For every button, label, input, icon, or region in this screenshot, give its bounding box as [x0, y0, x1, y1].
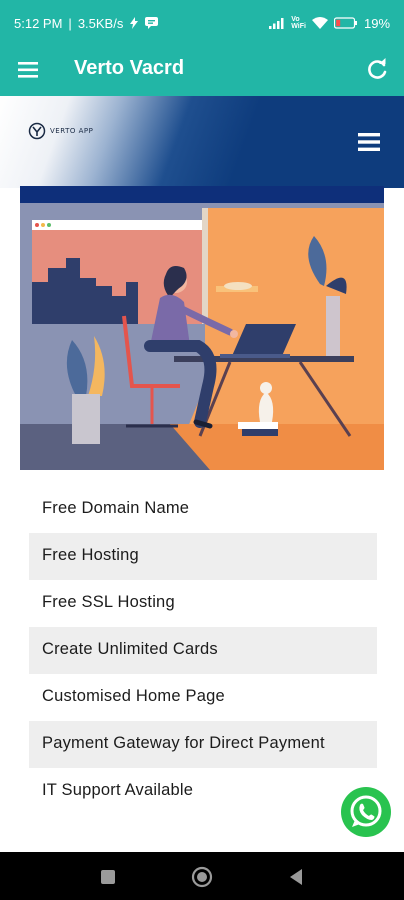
feature-item: Free Hosting [29, 533, 377, 580]
feature-item: Free SSL Hosting [42, 593, 175, 611]
system-nav-bar [0, 852, 404, 900]
status-time: 5:12 PM [14, 15, 63, 31]
battery-icon [333, 17, 357, 29]
app-bar: Verto Vacrd [0, 46, 404, 96]
whatsapp-button[interactable] [341, 787, 391, 837]
battery-percent: 19% [363, 15, 390, 31]
status-right: Vo WiFi 19% [269, 16, 390, 31]
feature-item: Create Unlimited Cards [29, 627, 377, 674]
feature-item: IT Support Available [42, 781, 194, 799]
wifi-icon [311, 17, 328, 29]
verto-logo-icon [28, 122, 46, 140]
brand-text: VERTO APP [50, 127, 94, 135]
feature-item: Customised Home Page [42, 687, 225, 705]
brand-logo[interactable]: VERTO APP [28, 122, 93, 140]
data-saver-icon [130, 17, 139, 29]
site-menu-icon[interactable] [358, 133, 380, 151]
whatsapp-icon [350, 795, 382, 827]
hero-illustration [20, 186, 384, 470]
message-icon [145, 17, 159, 29]
feature-item: Payment Gateway for Direct Payment [29, 721, 377, 768]
refresh-icon[interactable] [364, 57, 390, 83]
recents-icon[interactable] [100, 869, 116, 885]
volte-icon: Vo WiFi [291, 16, 306, 30]
home-icon[interactable] [191, 866, 213, 888]
feature-item: Free Domain Name [42, 499, 190, 517]
back-icon[interactable] [288, 868, 304, 886]
status-speed: 3.5KB/s [77, 15, 124, 31]
status-left: 5:12 PM | 3.5KB/s [14, 15, 159, 31]
site-header: VERTO APP [0, 96, 404, 188]
feature-list: Free Domain Name Free Hosting Free SSL H… [29, 486, 377, 815]
app-title: Verto Vacrd [74, 57, 185, 79]
signal-icon [269, 18, 284, 29]
status-bar: 5:12 PM | 3.5KB/s Vo WiFi 19% [0, 0, 404, 46]
hamburger-menu-icon[interactable] [16, 59, 42, 81]
status-separator: | [68, 15, 72, 31]
